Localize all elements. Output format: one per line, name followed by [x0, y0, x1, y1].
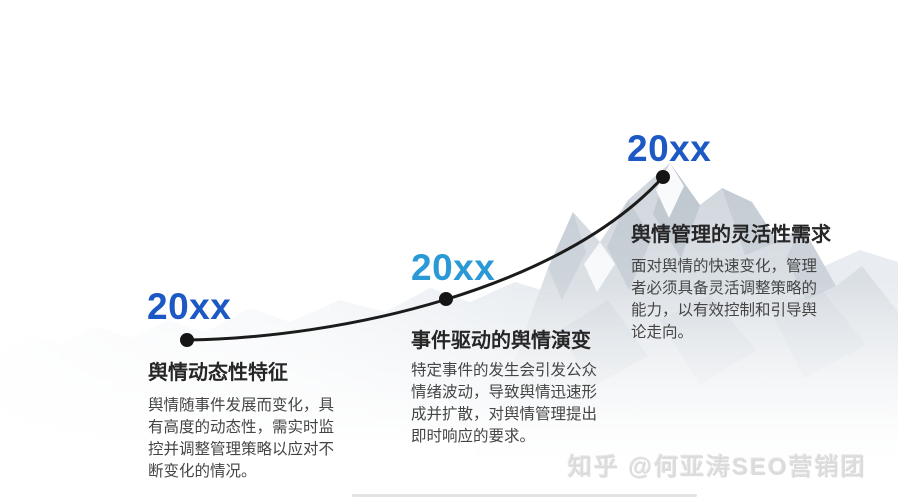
milestone-1-year-label: 20xx	[147, 286, 232, 327]
timeline-dot-1	[180, 333, 194, 347]
milestone-1-title: 舆情动态性特征	[148, 362, 288, 384]
milestone-2-description: 特定事件的发生会引发公众 情绪波动，导致舆情迅速形 成并扩散，对舆情管理提出 即…	[411, 362, 598, 445]
timeline-dot-3	[656, 170, 670, 184]
milestone-3: 20xx 舆情管理的灵活性需求 面对舆情的快速变化，管理 者必须具备灵活调整策略…	[627, 130, 857, 350]
watermark: 知乎 @何亚涛SEO营销团	[568, 454, 867, 481]
milestone-2-title: 事件驱动的舆情演变	[411, 330, 591, 352]
milestone-3-description: 面对舆情的快速变化，管理 者必须具备灵活调整策略的 能力，以有效控制和引导舆 论…	[631, 258, 818, 341]
milestone-1-description: 舆情随事件发展而变化，具 有高度的动态性，需实时监 控并调整管理策略以应对不 断…	[148, 397, 335, 480]
milestone-1: 20xx 舆情动态性特征 舆情随事件发展而变化，具 有高度的动态性，需实时监 控…	[147, 288, 377, 488]
milestone-2-year-label: 20xx	[411, 247, 496, 288]
milestone-2: 20xx 事件驱动的舆情演变 特定事件的发生会引发公众 情绪波动，导致舆情迅速形…	[411, 249, 641, 449]
milestone-3-title: 舆情管理的灵活性需求	[631, 224, 831, 246]
milestone-3-year-label: 20xx	[627, 128, 712, 169]
timeline-dot-2	[439, 292, 453, 306]
bottom-divider-line	[352, 494, 697, 497]
